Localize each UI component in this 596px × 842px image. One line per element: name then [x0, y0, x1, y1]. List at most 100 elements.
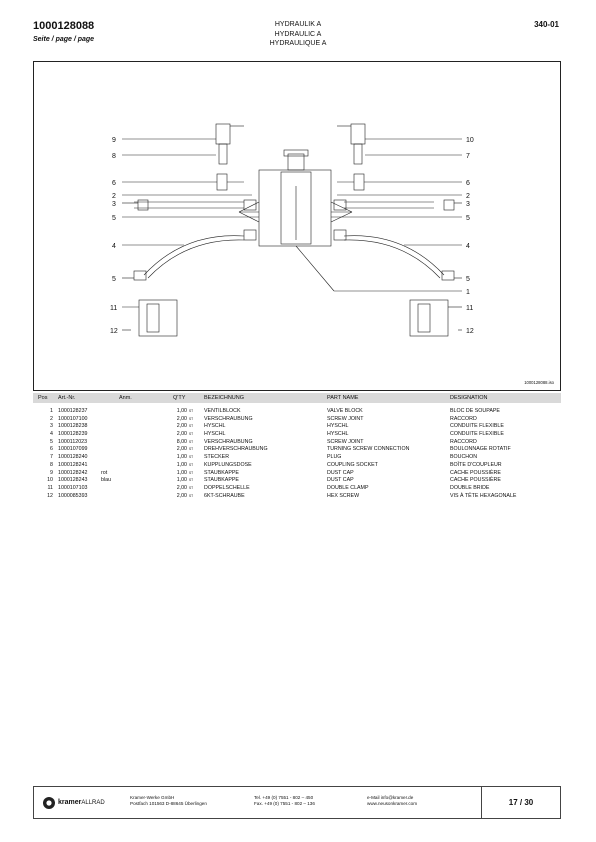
callout-right: 12	[466, 328, 474, 335]
callout-right: 2	[466, 193, 470, 200]
callout-left: 11	[110, 305, 117, 312]
cell-unit: ST	[189, 416, 194, 421]
cell-pos: 7	[50, 454, 53, 461]
cell-de: KUPPLUNGSDOSE	[204, 461, 252, 468]
cell-pos: 6	[50, 446, 53, 453]
brand-name: kramerALLRAD	[58, 799, 105, 806]
callout-left: 4	[112, 243, 116, 250]
cell-fr: BOUCHON	[450, 454, 478, 461]
cell-unit: ST	[189, 439, 194, 444]
col-qty: Q'TY	[173, 395, 186, 401]
valve-top-fitting	[287, 153, 305, 171]
col-pos: Pos	[38, 395, 48, 401]
cell-fr: RACCORD	[450, 415, 477, 422]
callout-right: 6	[466, 180, 470, 187]
cell-unit: ST	[189, 432, 194, 437]
cell-fr: RACCORD	[450, 438, 477, 445]
callout-right: 7	[466, 153, 470, 160]
cell-art: 1000128237	[58, 408, 88, 414]
cell-unit: ST	[189, 478, 194, 483]
cell-qty: 8,00	[176, 438, 187, 445]
callout-right: 11	[466, 305, 473, 312]
title-en: HYDRAULIC A	[274, 30, 322, 38]
cell-qty: 2,00	[176, 415, 187, 422]
cell-pos: 11	[47, 484, 54, 491]
cell-qty: 2,00	[176, 484, 187, 491]
callout-left: 9	[112, 137, 116, 144]
cell-art: 1000085393	[58, 492, 88, 499]
cell-en: PLUG	[327, 454, 342, 461]
cell-qty: 2,00	[176, 492, 187, 499]
cell-fr: BLOC DE SOUPAPE	[450, 408, 500, 414]
callout-right: 3	[466, 201, 470, 208]
cell-art: 1000107103	[58, 484, 88, 491]
cell-pos: 3	[50, 423, 53, 430]
cell-en: DUST CAP	[327, 477, 354, 484]
col-art: Art.-Nr.	[58, 395, 76, 401]
company-name: Kramer-Werke GmbH	[130, 795, 175, 800]
cell-art: 1000128241	[58, 461, 88, 468]
doc-number: 1000128088	[33, 20, 95, 32]
cell-qty: 1,00	[176, 461, 187, 468]
brand-suffix: ALLRAD	[81, 800, 105, 806]
parts-table-header: Pos Art.-Nr. Anm. Q'TY BEZEICHNUNG PART …	[33, 393, 561, 403]
callout-right: 1	[466, 289, 470, 296]
brand-main: kramer	[58, 799, 82, 806]
cell-qty: 1,00	[176, 408, 187, 414]
cell-unit: ST	[189, 409, 194, 413]
phone: Tel. +49 (0) 7551 - 802 – 450	[254, 795, 314, 800]
fax: Fax. +49 (0) 7551 - 802 – 136	[254, 801, 315, 806]
cell-art: 1000107100	[58, 415, 88, 422]
cell-en: HYSCHL	[327, 431, 349, 438]
cell-unit: ST	[189, 462, 194, 467]
col-en: PART NAME	[327, 395, 359, 401]
cell-unit: ST	[189, 485, 194, 490]
valve-block-shape	[258, 169, 332, 247]
cell-de: VENTILBLOCK	[204, 408, 241, 414]
callout-left: 5	[112, 276, 116, 283]
cell-de: HYSCHL	[204, 423, 226, 430]
cell-fr: CACHE POUSSIÈRE	[450, 477, 501, 484]
cell-fr: CONDUITE FLEXIBLE	[450, 423, 504, 430]
cell-qty: 2,00	[176, 423, 187, 430]
cell-fr: CONDUITE FLEXIBLE	[450, 431, 504, 438]
cell-unit: ST	[189, 424, 194, 429]
cell-qty: 2,00	[176, 431, 187, 438]
cell-pos: 12	[47, 492, 53, 499]
cell-de: STECKER	[204, 454, 230, 461]
cell-qty: 1,00	[176, 469, 187, 476]
page-footer: kramerALLRAD Kramer-Werke GmbH Postfach …	[33, 786, 561, 819]
cell-pos: 5	[50, 438, 53, 445]
hydraulic-drawing-svg: 9 8 6 2 3 5 4 5 11 12 10 7 6 2 3 5 4 5 1…	[110, 123, 474, 337]
cell-art: 1000128238	[58, 423, 88, 430]
cell-pos: 4	[50, 431, 53, 438]
cell-unit: ST	[189, 455, 194, 460]
cell-en: HYSCHL	[327, 423, 349, 430]
cell-art: 1000128243	[58, 477, 88, 484]
callout-right: 5	[466, 276, 470, 283]
cell-fr: DOUBLE BRIDE	[450, 484, 490, 491]
callout-left: 2	[112, 193, 116, 200]
cell-art: 1000128239	[58, 431, 88, 438]
cell-de: DREHVERSCHRAUBUNG	[204, 446, 268, 453]
double-clamp-left	[138, 299, 178, 337]
cell-de: STAUBKAPPE	[204, 477, 239, 484]
cell-unit: ST	[189, 447, 194, 452]
title-fr: HYDRAULIQUE A	[269, 40, 327, 47]
page-label: Seite / page / page	[33, 36, 95, 43]
cell-en: SCREW JOINT	[327, 438, 364, 445]
contact-block: e-Mail info@kramer.de www.neusonkramer.c…	[367, 795, 417, 807]
cell-unit: ST	[189, 493, 194, 498]
email-link[interactable]: e-Mail info@kramer.de	[367, 795, 414, 800]
col-fr: DESIGNATION	[450, 395, 488, 401]
document-title: HYDRAULIK A HYDRAULIC A HYDRAULIQUE A	[0, 20, 596, 49]
cell-pos: 8	[50, 461, 53, 468]
web-link[interactable]: www.neusonkramer.com	[367, 801, 418, 806]
cell-de: HYSCHL	[204, 431, 226, 438]
